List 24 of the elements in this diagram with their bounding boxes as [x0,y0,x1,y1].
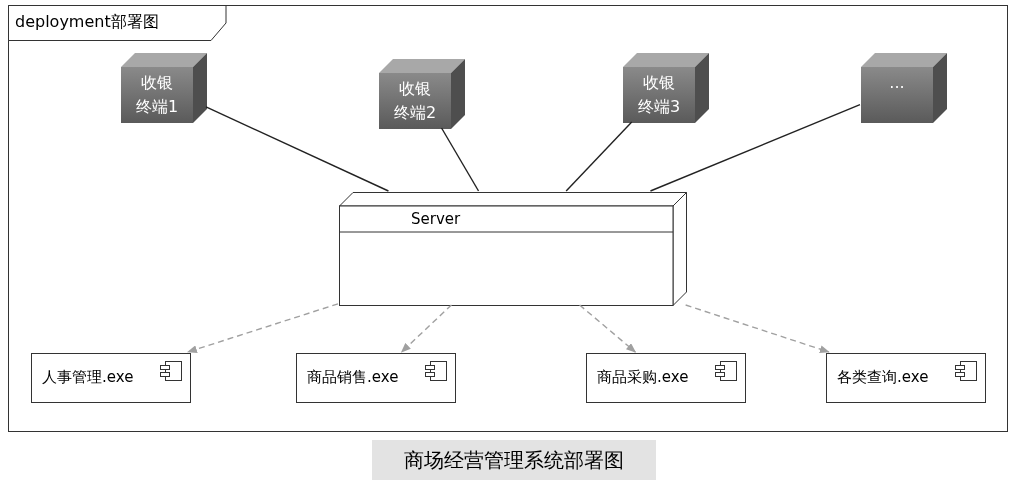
device-label: ... [888,72,906,94]
component-label: 商品采购.exe [597,368,689,387]
caption: 商场经营管理系统部署图 [372,440,656,480]
device-label: 收银终端1 [135,72,179,118]
component-box [826,353,986,403]
dependency-arrow [186,303,339,354]
dependency-arrow [578,304,637,353]
connector-line [565,121,633,192]
connector-line [205,106,390,192]
component-box [31,353,191,403]
connector-line [649,104,861,192]
node-title: Server [411,210,461,228]
component-box [296,353,456,403]
device-label: 收银终端3 [637,72,681,118]
frame-label: deployment部署图 [15,12,159,33]
component-label: 商品销售.exe [307,368,399,387]
component-label: 人事管理.exe [42,368,134,387]
component-box [586,353,746,403]
connector-line [440,127,480,192]
device-label: 收银终端2 [393,78,437,124]
frame [8,5,1008,432]
dependency-arrow [684,304,830,353]
dependency-arrow [400,304,453,353]
component-label: 各类查询.exe [837,368,929,387]
